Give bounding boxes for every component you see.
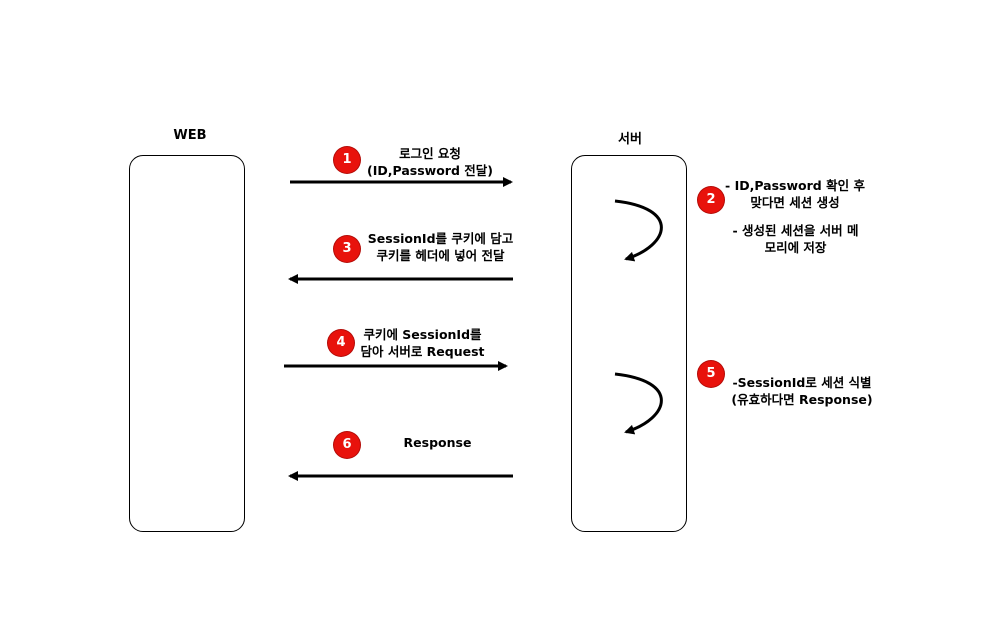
- step-3-label: SessionId를 쿠키에 담고 쿠키를 헤더에 넣어 전달: [367, 231, 514, 263]
- web-lane-title: WEB: [173, 128, 207, 143]
- step-badge-3: 3: [334, 236, 360, 262]
- step-2-label-a: - ID,Password 확인 후 맞다면 세션 생성: [725, 178, 865, 210]
- self-arrow-step-5: [614, 372, 663, 435]
- step-badge-2: 2: [698, 187, 724, 213]
- step-badge-6: 6: [334, 432, 360, 458]
- step-4-label: 쿠키에 SessionId를 담아 서버로 Request: [360, 327, 485, 359]
- step-badge-1: 1: [334, 147, 360, 173]
- server-lane-title: 서버: [618, 132, 642, 147]
- step-badge-5: 5: [698, 361, 724, 387]
- step-2-label-b: - 생성된 세션을 서버 메 모리에 저장: [732, 223, 859, 255]
- self-arrow-step-2: [614, 199, 663, 262]
- step-badge-4: 4: [328, 330, 354, 356]
- step-6-label: Response: [403, 435, 472, 450]
- server-lane: [571, 155, 687, 532]
- step-5-label: -SessionId로 세션 식별 (유효하다면 Response): [731, 375, 873, 407]
- step-1-label: 로그인 요청 (ID,Password 전달): [367, 146, 493, 178]
- web-lane: [129, 155, 245, 532]
